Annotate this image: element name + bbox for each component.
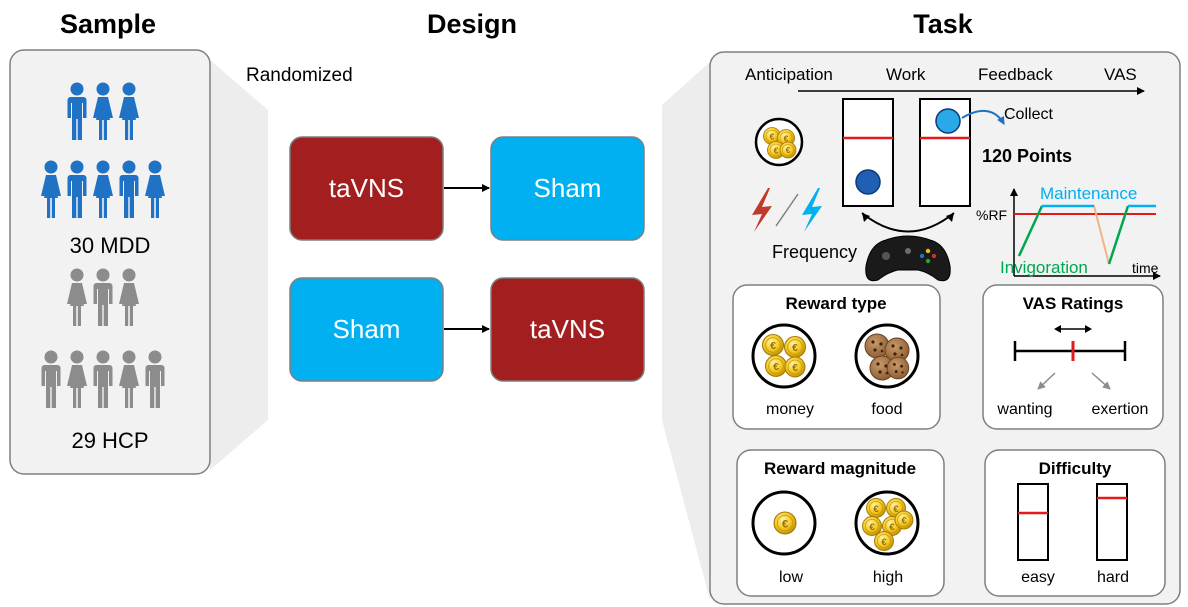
design-row1-first-box [289,136,444,241]
heading-sample: Sample [60,9,156,39]
phase-feedback: Feedback [978,65,1053,84]
vas-title: VAS Ratings [1023,294,1124,313]
design-row2-second-label: taVNS [530,314,605,344]
high-label: high [873,569,903,586]
reward-type-title: Reward type [785,294,886,313]
work-ball-right [935,108,961,134]
controller-double-arrow [861,212,955,233]
work-ball-left [855,169,881,195]
reward-magnitude-box [736,449,945,597]
money-label: money [766,401,814,418]
difficulty-title: Difficulty [1039,459,1112,478]
hcp-label: 29 HCP [71,428,148,453]
easy-label: easy [1021,569,1055,586]
design-row1-second-label: Sham [534,173,602,203]
design-row2-first-box [289,277,444,382]
rf-plot-xlabel: time [1132,260,1159,276]
design-row2-first-label: Sham [333,314,401,344]
heading-task: Task [913,9,974,39]
gamepad-icon [865,235,951,282]
randomized-label: Randomized [246,65,353,86]
food-icon [854,323,920,389]
vas-exertion-label: exertion [1092,401,1149,418]
vas-arrow-right-head [1085,325,1092,333]
controller-arrow-left-head [862,213,870,222]
frequency-label: Frequency [772,242,857,262]
vas-wanting-arrow [1037,372,1056,390]
heading-design: Design [427,9,517,39]
phase-work: Work [886,65,926,84]
collect-arrow [961,109,1005,125]
vas-exertion-arrow [1091,372,1111,390]
rf-plot: %RF time Maintenance Invigoration [976,184,1161,280]
rf-plot-ylabel: %RF [976,207,1007,223]
lightning-divider [775,193,799,227]
lightning-blue-icon [802,188,822,232]
task-connector-wedge [662,62,710,600]
phase-vas: VAS [1104,65,1137,84]
vas-wanting-label: wanting [996,401,1052,418]
rf-plot-invigoration-rise-1 [1017,205,1044,257]
rf-plot-invigoration-label: Invigoration [1000,258,1088,277]
lightning-red-icon [752,188,772,232]
reward-type-box [732,284,941,430]
difficulty-easy-bar [1017,483,1049,561]
reward-magnitude-title: Reward magnitude [764,459,916,478]
phase-anticipation: Anticipation [745,65,833,84]
hard-label: hard [1097,569,1129,586]
high-magnitude-icon [854,490,920,556]
food-label: food [871,401,902,418]
mdd-label: 30 MDD [70,233,151,258]
difficulty-hard-bar [1096,483,1128,561]
design-row1-first-label: taVNS [329,173,404,203]
low-label: low [779,569,803,586]
design-row2-second-box [490,277,645,382]
controller-arrow-right-head [946,213,954,222]
design-row1-second-box [490,136,645,241]
low-magnitude-icon [751,490,817,556]
vas-arrow-left-head [1054,325,1061,333]
anticipation-coin-icon [754,117,804,167]
rf-plot-maintenance-label: Maintenance [1040,184,1137,203]
points-label: 120 Points [982,146,1072,166]
rf-plot-invigoration-rise-2 [1107,205,1130,265]
sample-connector-wedge [210,60,268,470]
collect-label: Collect [1004,106,1053,123]
money-icon [751,323,817,389]
